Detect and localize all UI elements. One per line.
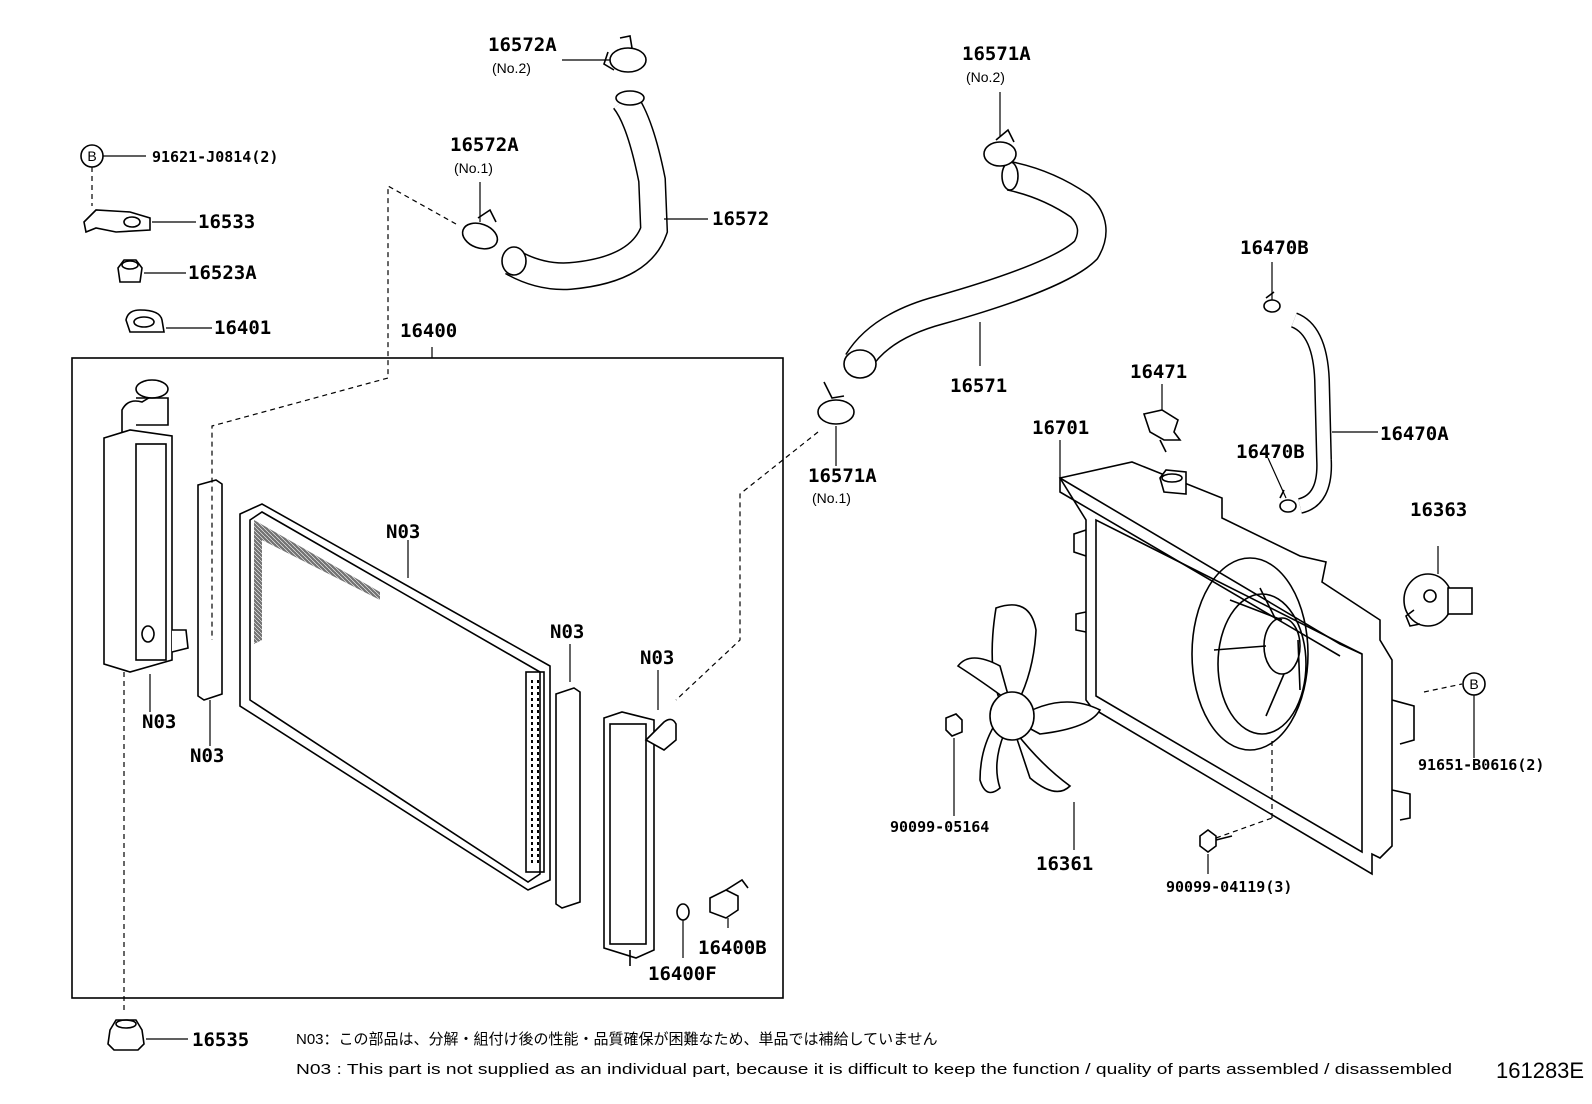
hose-clamp-no2-upper — [603, 35, 647, 73]
callout-b-right: B — [1462, 672, 1486, 696]
cooling-fan — [956, 604, 1102, 794]
label-16572a-no1: 16572A — [450, 134, 519, 156]
radiator-assembly-frame — [71, 357, 784, 999]
label-16571a-no2-sub: (No.2) — [966, 69, 1005, 85]
label-16523a: 16523A — [188, 262, 257, 284]
left-tank-gasket — [197, 479, 223, 701]
label-n03-core: N03 — [386, 521, 420, 543]
label-n03-left-gasket: N03 — [190, 745, 224, 767]
callout-b-letter: B — [87, 148, 96, 164]
drain-cock-plug — [709, 878, 749, 928]
label-16571a-no1-sub: (No.1) — [812, 490, 851, 506]
label-16572: 16572 — [712, 208, 769, 230]
label-16361: 16361 — [1036, 853, 1093, 875]
label-91651-b0616: 91651-B0616(2) — [1418, 756, 1544, 774]
right-tank-gasket — [555, 687, 581, 909]
drain-cock-o-ring — [676, 903, 690, 921]
label-16363: 16363 — [1410, 499, 1467, 521]
hose-clamp-no2-lower — [983, 128, 1017, 167]
label-16571a-no1: 16571A — [808, 465, 877, 487]
label-16533: 16533 — [198, 211, 255, 233]
right-radiator-tank — [603, 711, 677, 966]
note-japanese: N03：この部品は、分解・組付け後の性能・品質確保が困難なため、単品では補給して… — [296, 1030, 938, 1048]
fan-nut — [945, 713, 963, 737]
lower-support-cushion — [107, 1019, 145, 1051]
lower-radiator-hose — [843, 161, 1107, 379]
label-16470a: 16470A — [1380, 423, 1449, 445]
radiator-core — [239, 503, 551, 891]
callout-b-letter: B — [1469, 676, 1478, 692]
label-n03-right-tank: N03 — [640, 647, 674, 669]
label-16572a-no2: 16572A — [488, 34, 557, 56]
label-16470b-lower: 16470B — [1236, 441, 1305, 463]
label-16571a-no2: 16571A — [962, 43, 1031, 65]
hose-clip-lower — [1279, 489, 1297, 513]
label-16701: 16701 — [1032, 417, 1089, 439]
fan-shroud — [1058, 461, 1415, 876]
label-16535: 16535 — [192, 1029, 249, 1051]
overflow-hose-clamp-bracket — [1142, 409, 1182, 453]
label-91621-j0814: 91621-J0814(2) — [152, 148, 278, 166]
label-16470b-upper: 16470B — [1240, 237, 1309, 259]
left-radiator-tank — [103, 379, 189, 673]
diagram-id: 161283E — [1496, 1058, 1584, 1083]
radiator-support-cushion — [117, 259, 143, 283]
note-english: N03 : This part is not supplied as an in… — [296, 1061, 1452, 1078]
hose-clamp-no1-lower — [817, 381, 855, 425]
label-n03-left-tank: N03 — [142, 711, 176, 733]
label-16400f: 16400F — [648, 963, 717, 985]
radiator-support-bracket — [83, 209, 151, 234]
label-16400: 16400 — [400, 320, 457, 342]
upper-radiator-hose — [501, 90, 669, 291]
label-90099-04119: 90099-04119(3) — [1166, 878, 1292, 896]
label-16572a-no1-sub: (No.1) — [454, 160, 493, 176]
callout-b-left: B — [80, 144, 104, 168]
hose-clamp-no1-upper — [461, 208, 499, 250]
label-n03-right-gasket: N03 — [550, 621, 584, 643]
label-16400b: 16400B — [698, 937, 767, 959]
radiator-cap-gasket — [125, 309, 165, 333]
radiator-overflow-hose — [1290, 312, 1333, 514]
label-16401: 16401 — [214, 317, 271, 339]
label-16471: 16471 — [1130, 361, 1187, 383]
fan-motor — [1403, 573, 1473, 627]
label-90099-05164: 90099-05164 — [890, 818, 989, 836]
shroud-bolt — [1199, 829, 1233, 853]
label-16572a-no2-sub: (No.2) — [492, 60, 531, 76]
label-16571: 16571 — [950, 375, 1007, 397]
